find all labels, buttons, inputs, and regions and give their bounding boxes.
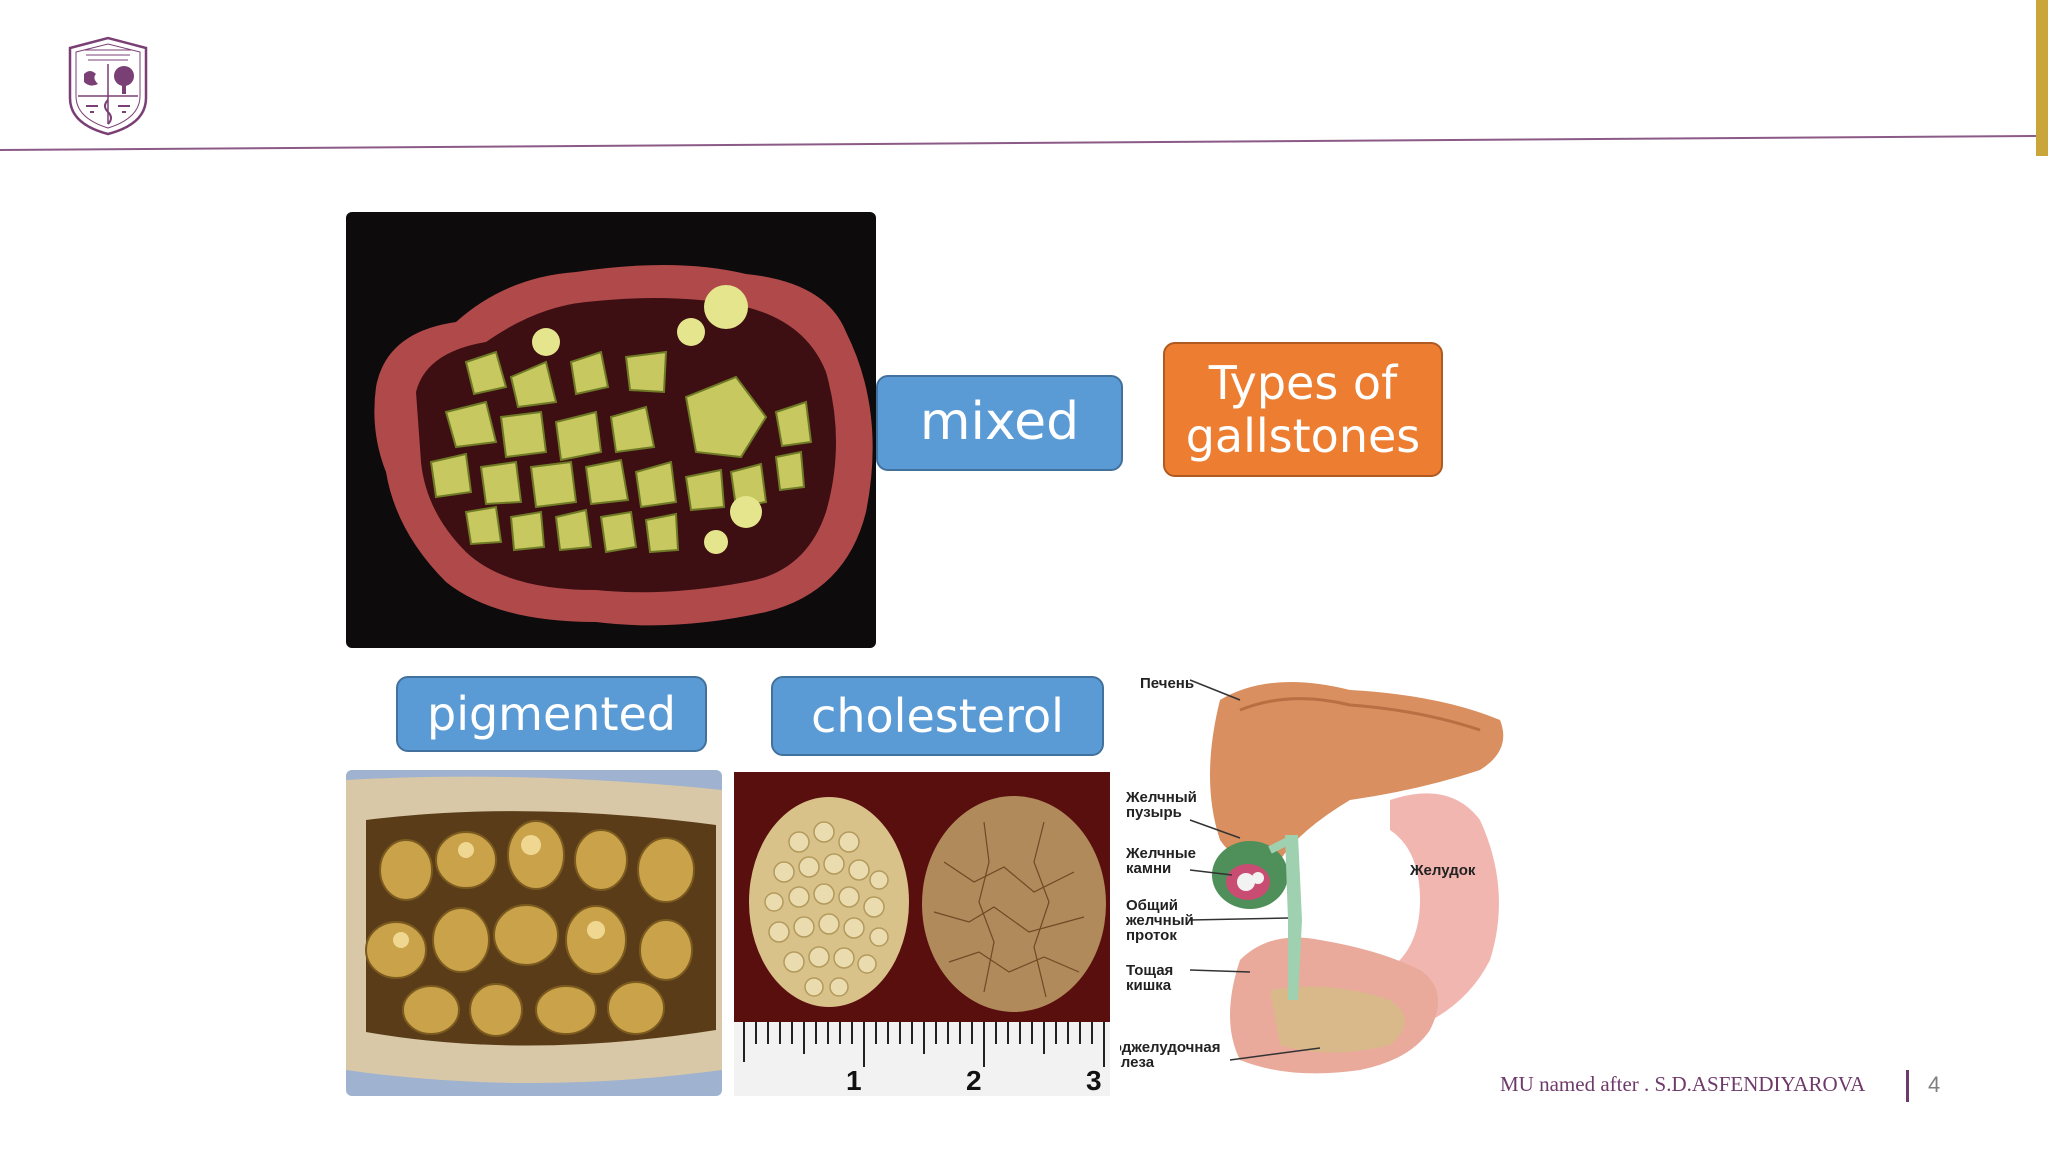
ruler-mark-3: 3 [1086,1065,1102,1096]
cholesterol-gallstones-photo: 1 2 3 [734,772,1110,1096]
anatomy-jejunum-label-2: кишка [1126,977,1172,994]
footer-separator [1906,1070,1909,1102]
anatomy-stomach-label: Желудок [1409,862,1476,879]
pigmented-label: pigmented [396,676,707,752]
university-logo [68,36,148,136]
cholesterol-label-text: cholesterol [811,688,1064,743]
anatomy-pancreas-label-2: железа [1120,1054,1155,1071]
anatomy-duct-label-3: проток [1126,927,1177,944]
types-label-line1: Types of [1208,355,1398,410]
mixed-label-text: mixed [919,392,1080,453]
anatomy-gallbladder-label-1: Желчный [1125,789,1197,806]
mixed-gallstones-photo [346,212,876,648]
pigmented-label-text: pigmented [427,686,676,741]
anatomy-pancreas-label-1: Поджелудочная [1120,1039,1221,1056]
header-divider [0,135,2037,151]
anatomy-stones-label-2: камни [1126,860,1171,877]
types-label-line2: gallstones [1185,408,1421,463]
mixed-label: mixed [876,375,1123,471]
anatomy-duct-label-2: желчный [1125,912,1194,929]
cholesterol-label: cholesterol [771,676,1104,756]
anatomy-jejunum-label-1: Тощая [1126,962,1173,979]
footer-university-text: MU named after . S.D.ASFENDIYAROVA [1500,1072,1866,1096]
anatomy-duct-label-1: Общий [1126,897,1178,914]
accent-bar [2036,0,2048,156]
biliary-anatomy-illustration: Печень Желчный пузырь Желчные камни Общи… [1120,660,1512,1096]
anatomy-stones-label-1: Желчные [1125,845,1196,862]
ruler-mark-1: 1 [846,1065,862,1096]
footer-university: MU named after . S.D.ASFENDIYAROVA [1500,1072,1896,1106]
ruler-mark-2: 2 [966,1065,982,1096]
anatomy-gallbladder-label-2: пузырь [1126,804,1182,821]
page-number: 4 [1928,1072,1941,1097]
pigmented-gallstones-photo [346,770,722,1096]
anatomy-liver-label: Печень [1140,675,1194,692]
types-of-gallstones-label: Types of gallstones [1163,342,1443,477]
